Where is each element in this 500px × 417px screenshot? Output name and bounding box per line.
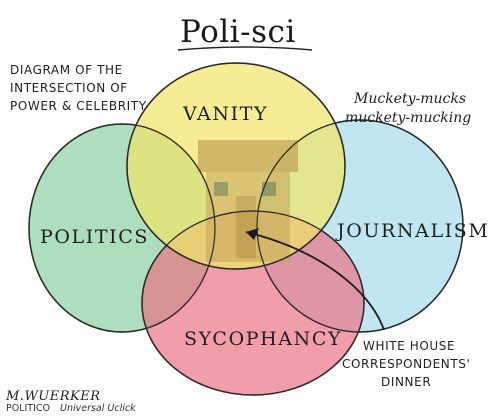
caption-line-3: POWER & CELEBRITY xyxy=(10,99,147,113)
side-note-line-1: Muckety-mucks xyxy=(353,91,466,107)
pointer-label-line-2: CORRESPONDENTS' xyxy=(342,357,470,371)
pointer-label-line-3: DINNER xyxy=(381,375,431,389)
side-note: Muckety-mucks muckety-mucking xyxy=(345,91,471,126)
title-underline xyxy=(177,46,313,51)
sycophancy-outline xyxy=(141,210,365,396)
diagram-caption: DIAGRAM OF THE INTERSECTION OF POWER & C… xyxy=(10,63,147,113)
side-note-line-2: muckety-mucking xyxy=(345,110,471,126)
journalism-label: JOURNALISM xyxy=(335,220,489,242)
cartoon-title: Poli-sci xyxy=(180,14,296,50)
caption-line-2: INTERSECTION OF xyxy=(10,81,128,95)
politics-outline xyxy=(28,123,216,333)
journalism-outline xyxy=(256,119,464,333)
artist-signature: M.WUERKER xyxy=(5,389,101,404)
politics-label: POLITICS xyxy=(40,226,149,248)
pointer-label-line-1: WHITE HOUSE xyxy=(363,339,455,353)
pointer-label: WHITE HOUSE CORRESPONDENTS' DINNER xyxy=(342,339,470,389)
syndicate-credit: Universal Uclick xyxy=(60,403,136,414)
sycophancy-label: SYCOPHANCY xyxy=(184,328,342,350)
artist-credit: M.WUERKER POLITICO Universal Uclick xyxy=(5,389,136,414)
venn-diagram xyxy=(28,62,464,396)
pointer-arrow xyxy=(245,228,385,331)
publisher-credit: POLITICO xyxy=(6,403,50,414)
vanity-outline xyxy=(126,62,346,270)
vanity-label: VANITY xyxy=(182,103,268,125)
caption-line-1: DIAGRAM OF THE xyxy=(10,63,123,77)
